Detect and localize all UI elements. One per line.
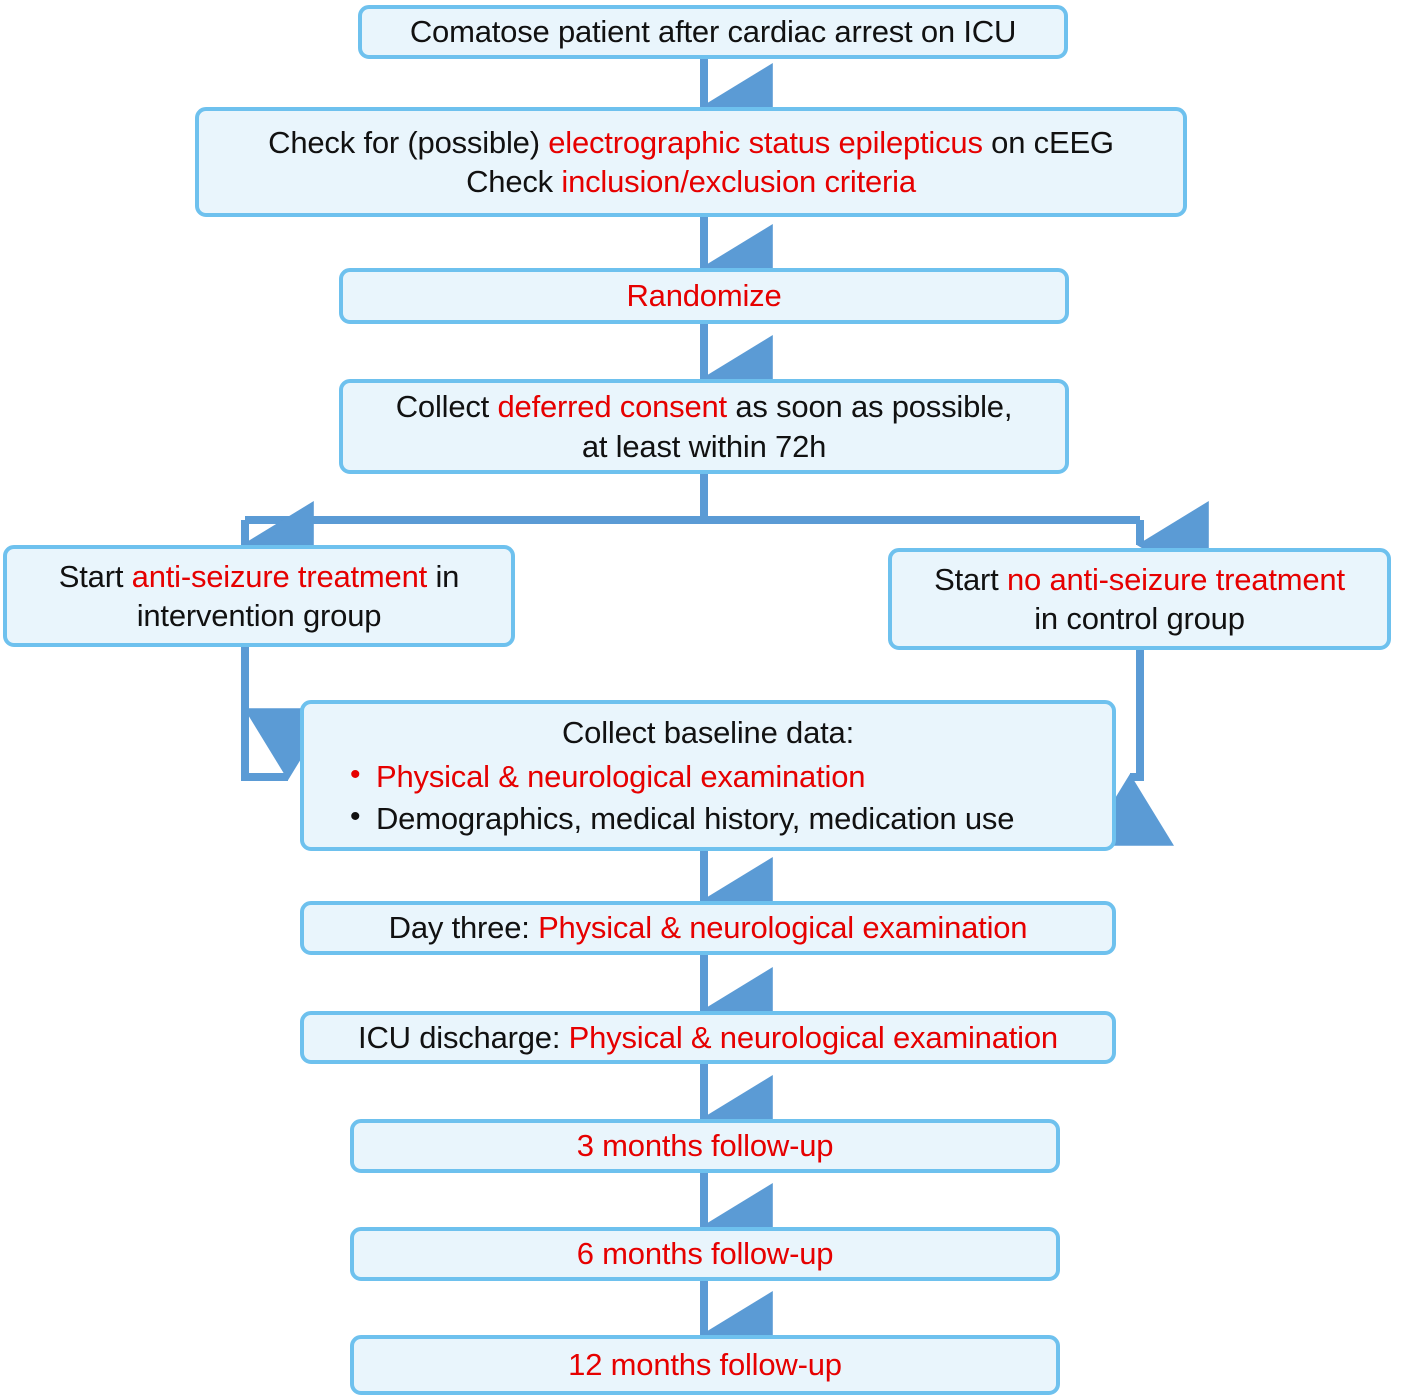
node-line: Day three: Physical & neurological exami… xyxy=(388,910,1028,946)
day-three-box[interactable]: Day three: Physical & neurological exami… xyxy=(300,901,1116,955)
connector-n6-n7 xyxy=(1086,650,1174,846)
control-group-box[interactable]: Start no anti-seizure treatment in contr… xyxy=(888,548,1391,650)
node-line: Comatose patient after cardiac arrest on… xyxy=(409,14,1017,50)
node-line: intervention group xyxy=(136,598,382,633)
baseline-heading: Collect baseline data: xyxy=(561,714,854,750)
followup-3-months-box[interactable]: 3 months follow-up xyxy=(350,1119,1060,1173)
node-line: Check inclusion/exclusion criteria xyxy=(466,164,916,199)
node-line: 12 months follow-up xyxy=(568,1347,842,1383)
baseline-bullet-list: Physical & neurological examination Demo… xyxy=(304,754,1014,838)
node-line: Start no anti-seizure treatment xyxy=(934,561,1345,597)
connector-n5-n7 xyxy=(241,646,332,781)
node-line: ICU discharge: Physical & neurological e… xyxy=(358,1019,1058,1055)
followup-6-months-box[interactable]: 6 months follow-up xyxy=(350,1227,1060,1281)
node-line: Start anti-seizure treatment in xyxy=(58,558,460,594)
icu-discharge-box[interactable]: ICU discharge: Physical & neurological e… xyxy=(300,1011,1116,1064)
deferred-consent-box[interactable]: Collect deferred consent as soon as poss… xyxy=(339,379,1069,474)
intervention-group-box[interactable]: Start anti-seizure treatment in interven… xyxy=(3,545,515,647)
baseline-data-box[interactable]: Collect baseline data: Physical & neurol… xyxy=(300,700,1116,851)
list-item: Demographics, medical history, medicatio… xyxy=(350,798,1014,838)
node-line: Check for (possible) electrographic stat… xyxy=(268,124,1114,160)
followup-12-months-box[interactable]: 12 months follow-up xyxy=(350,1335,1060,1395)
node-line: in control group xyxy=(1034,601,1245,636)
check-ese-criteria-box[interactable]: Check for (possible) electrographic stat… xyxy=(195,107,1187,217)
list-item: Physical & neurological examination xyxy=(350,756,1014,796)
node-line: Collect deferred consent as soon as poss… xyxy=(395,389,1013,425)
node-line: Randomize xyxy=(626,278,782,314)
node-line: 3 months follow-up xyxy=(576,1128,834,1164)
node-line: at least within 72h xyxy=(581,428,827,464)
randomize-box[interactable]: Randomize xyxy=(339,268,1069,324)
comatose-patient-box[interactable]: Comatose patient after cardiac arrest on… xyxy=(358,5,1068,59)
node-line: 6 months follow-up xyxy=(576,1236,834,1272)
